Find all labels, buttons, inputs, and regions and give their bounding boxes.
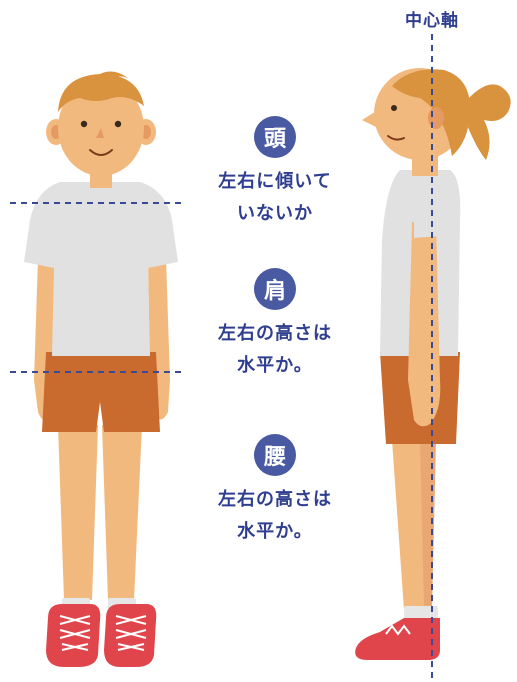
front-hair (58, 74, 144, 112)
front-right-leg (102, 425, 142, 600)
side-ponytail (460, 84, 511, 160)
waist-badge: 腰 (254, 434, 296, 476)
center-axis-label: 中心軸 (405, 11, 459, 31)
front-right-shoe (104, 604, 157, 667)
waist-check-line2: 水平か。 (237, 521, 313, 542)
shoulders-check-line1: 左右の高さは (218, 323, 332, 344)
shoulders-badge: 肩 (254, 268, 296, 310)
front-shirt (24, 182, 178, 356)
check-head: 頭 左右に傾いて いないか (190, 116, 360, 230)
head-check-line1: 左右に傾いて (218, 171, 332, 192)
shoulders-check-line2: 水平か。 (237, 355, 313, 376)
front-left-shoe (46, 604, 101, 667)
side-hair (392, 69, 470, 156)
side-figure (355, 68, 511, 660)
front-shorts (42, 352, 160, 432)
side-leg-front (392, 440, 424, 610)
side-arm (408, 222, 441, 427)
front-figure (24, 71, 178, 667)
head-badge: 頭 (254, 116, 296, 158)
front-left-leg (58, 425, 98, 600)
waist-check-line1: 左右の高さは (218, 489, 332, 510)
check-waist: 腰 左右の高さは 水平か。 (190, 434, 360, 548)
side-shoe (355, 618, 440, 660)
check-shoulders: 肩 左右の高さは 水平か。 (190, 268, 360, 382)
head-check-line2: いないか (237, 203, 313, 224)
